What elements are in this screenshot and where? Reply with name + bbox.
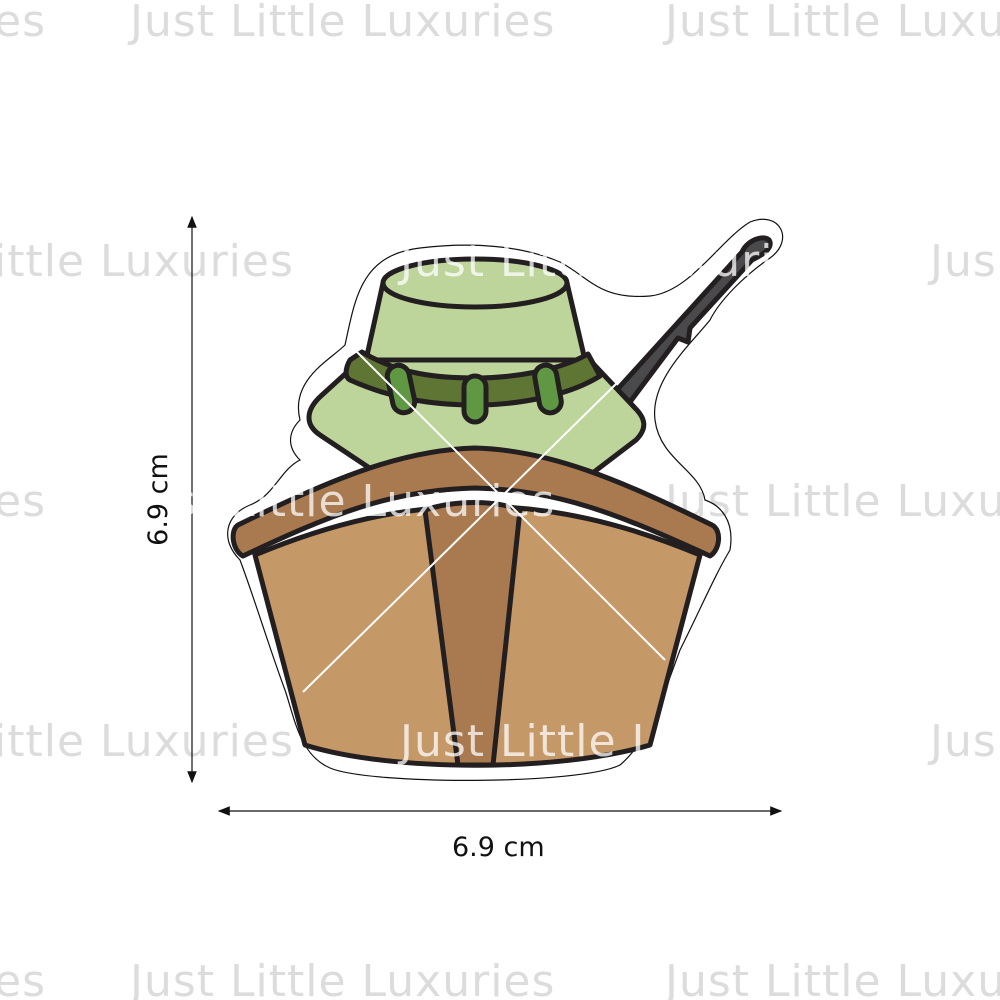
watermark-text: Jus xyxy=(930,236,997,287)
watermark-text: ittle Luxuries xyxy=(0,236,294,287)
watermark-text: Just Little Luxuries xyxy=(665,476,1000,527)
watermark-text: Just Little Luxuries xyxy=(130,476,556,527)
watermark-text: Just Little Luxuries xyxy=(130,0,556,47)
band-bead xyxy=(461,373,489,425)
boat-rim xyxy=(230,445,721,559)
watermark-text: Jus xyxy=(930,716,997,767)
band-bead xyxy=(384,362,418,416)
bucket-hat xyxy=(306,256,647,478)
watermark-text: Just Little Luxuries xyxy=(400,236,826,287)
watermark-text: Just Little Luxuries xyxy=(665,0,1000,47)
width-label: 6.9 cm xyxy=(452,832,545,863)
watermark-text: Just Little Luxuries xyxy=(665,956,1000,1000)
watermark-text: Just Little Luxuries xyxy=(400,716,826,767)
fishing-rod xyxy=(612,235,773,405)
watermark-text: es xyxy=(0,476,46,527)
band-bead xyxy=(532,362,564,416)
cut-outline xyxy=(227,218,783,781)
watermark-text: ittle Luxuries xyxy=(0,716,294,767)
height-label: 6.9 cm xyxy=(142,453,174,546)
boat xyxy=(230,445,721,768)
watermark-text: es xyxy=(0,956,46,1000)
watermark-text: es xyxy=(0,0,46,47)
boat-center-panel xyxy=(422,500,523,768)
watermark-text: Just Little Luxuries xyxy=(130,956,556,1000)
